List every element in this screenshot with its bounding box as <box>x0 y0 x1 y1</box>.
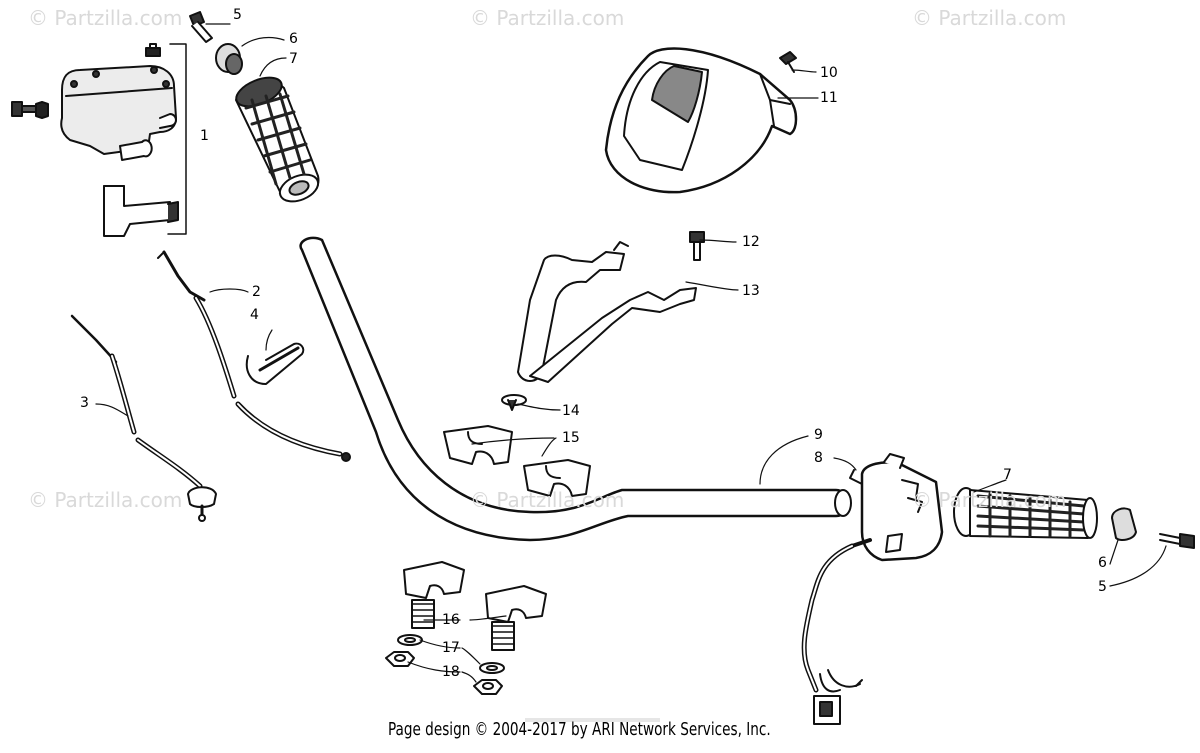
callout-7-top[interactable]: 7 <box>289 51 298 67</box>
callout-6-right[interactable]: 6 <box>1098 555 1107 571</box>
end-cap-right <box>1111 507 1137 541</box>
throttle-housing <box>11 43 187 237</box>
callout-1[interactable]: 1 <box>200 128 209 144</box>
callout-6-top[interactable]: 6 <box>289 31 298 47</box>
cover-bracket <box>517 231 705 383</box>
watermark-1: © Partzilla.com <box>28 6 183 30</box>
callout-15[interactable]: 15 <box>562 430 580 446</box>
grip-top <box>235 76 320 203</box>
watermark-3: © Partzilla.com <box>912 6 1067 30</box>
callout-5-top[interactable]: 5 <box>233 7 242 23</box>
callout-3[interactable]: 3 <box>80 395 89 411</box>
callout-13[interactable]: 13 <box>742 283 760 299</box>
choke-cable <box>70 314 217 522</box>
leader-lines <box>95 23 1167 683</box>
watermark-6: © Partzilla.com <box>912 488 1067 512</box>
callout-7-right[interactable]: 7 <box>1003 467 1012 483</box>
watermark-4: © Partzilla.com <box>28 488 183 512</box>
watermark-5: © Partzilla.com <box>470 488 625 512</box>
push-rivet <box>501 394 527 411</box>
footer-copyright: Page design © 2004-2017 by ARI Network S… <box>388 719 771 740</box>
callout-4[interactable]: 4 <box>250 307 259 323</box>
callout-8[interactable]: 8 <box>814 450 823 466</box>
handlebar <box>299 236 852 542</box>
callout-2[interactable]: 2 <box>252 284 261 300</box>
handlebar-cover <box>604 47 798 194</box>
callout-11[interactable]: 11 <box>820 90 838 106</box>
callout-5-right[interactable]: 5 <box>1098 579 1107 595</box>
risers <box>385 561 547 695</box>
watermark-2: © Partzilla.com <box>470 6 625 30</box>
bolt-top <box>189 11 213 43</box>
grip-right <box>953 487 1098 539</box>
end-cap-top <box>215 43 243 75</box>
callout-18[interactable]: 18 <box>442 664 460 680</box>
callout-14[interactable]: 14 <box>562 403 580 419</box>
throttle-cable <box>157 250 351 462</box>
callout-17[interactable]: 17 <box>442 640 460 656</box>
callout-12[interactable]: 12 <box>742 234 760 250</box>
upper-clamps <box>443 425 591 497</box>
bolt-right <box>1159 533 1195 549</box>
cable-strap <box>245 342 305 385</box>
callout-9[interactable]: 9 <box>814 427 823 443</box>
callout-10[interactable]: 10 <box>820 65 838 81</box>
callout-16[interactable]: 16 <box>442 612 460 628</box>
switch-housing <box>801 453 944 725</box>
